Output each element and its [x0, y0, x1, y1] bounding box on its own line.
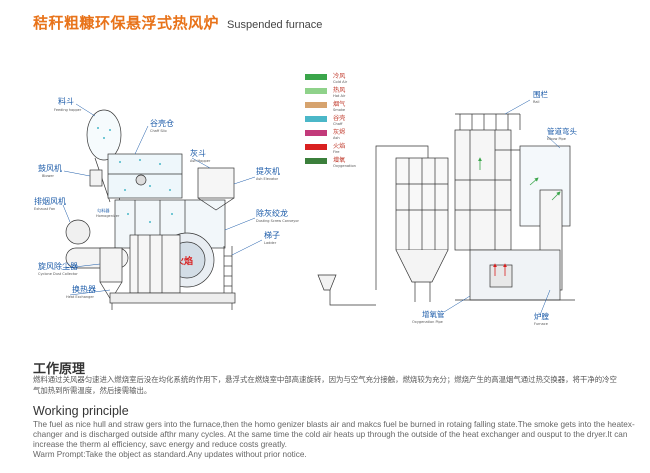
- legend: 冷风 热风 烟气 谷壳 灰烬 火焰 增氧 Cold Air Hot Air Sm…: [305, 72, 356, 168]
- furnace-tower-shape: [454, 129, 512, 251]
- svg-text:增氧: 增氧: [333, 156, 345, 164]
- svg-text:Blower: Blower: [42, 174, 55, 178]
- page-subtitle: Suspended furnace: [227, 19, 323, 31]
- swatch-chaff: [305, 116, 327, 122]
- svg-text:Smoke: Smoke: [333, 108, 346, 112]
- svg-text:Rail: Rail: [533, 100, 539, 104]
- label-feed-hopper: 料斗: [58, 96, 74, 106]
- svg-text:Elbow Pipe: Elbow Pipe: [547, 137, 566, 141]
- swatch-ash: [305, 130, 327, 136]
- svg-text:Fire: Fire: [333, 150, 340, 154]
- svg-text:Hot Air: Hot Air: [333, 94, 346, 98]
- swatch-oxygen: [305, 158, 327, 164]
- svg-text:火焰: 火焰: [333, 142, 345, 150]
- svg-text:Ladder: Ladder: [264, 241, 277, 245]
- svg-text:Oxygenation Pipe: Oxygenation Pipe: [412, 320, 443, 324]
- svg-text:冷风: 冷风: [333, 72, 345, 80]
- svg-text:Heat Exchanger: Heat Exchanger: [66, 295, 95, 299]
- principle-line-3: increase the therm al efficiency, savc e…: [33, 440, 287, 449]
- furnace-diagram: 火焰 料斗 Feeding hopper: [34, 72, 577, 326]
- svg-text:Chaff Silo: Chaff Silo: [150, 129, 167, 133]
- right-label-lines: [443, 99, 561, 316]
- swatch-hot-air: [305, 88, 327, 94]
- principle-line-1: The fuel as nice hull and straw gers int…: [33, 420, 635, 429]
- svg-text:Dusting Screw Conveyor: Dusting Screw Conveyor: [256, 219, 300, 223]
- title-row: 秸秆粗糠环保悬浮式热风炉 Suspended furnace: [33, 12, 322, 33]
- svg-text:Cyclone Dust Collector: Cyclone Dust Collector: [38, 272, 78, 276]
- label-chaff-silo: 谷壳仓: [150, 118, 174, 128]
- principle-text-cn: 燃料通过关风器匀速进入燃烧室后没在均化系统的作用下，悬浮式在燃烧室中部高速旋转，…: [33, 375, 617, 395]
- page-title: 秸秆粗糠环保悬浮式热风炉: [33, 14, 220, 32]
- left-machine: 火焰: [65, 109, 236, 310]
- chaff-silo-shape: [107, 153, 183, 199]
- blower-shape: [89, 169, 103, 187]
- rail-shape: [455, 113, 521, 130]
- svg-text:Ash: Ash: [333, 136, 340, 140]
- label-furnace: 炉膛: [534, 311, 549, 321]
- svg-text:Feeding hopper: Feeding hopper: [54, 108, 82, 112]
- principle-heading-en: Working principle: [33, 404, 129, 418]
- ladder-shape: [223, 246, 233, 300]
- right-machine: [317, 113, 575, 306]
- label-rail: 围栏: [533, 89, 548, 99]
- cyclone-shape: [99, 247, 123, 283]
- svg-text:Oxygenation: Oxygenation: [333, 164, 356, 168]
- svg-text:Cold Air: Cold Air: [333, 80, 348, 84]
- svg-text:谷壳: 谷壳: [333, 114, 345, 122]
- swatch-smoke: [305, 102, 327, 108]
- svg-text:灰烬: 灰烬: [333, 128, 346, 136]
- principle-text-en: The fuel as nice hull and straw gers int…: [33, 420, 635, 460]
- svg-text:Homogenizer: Homogenizer: [96, 214, 120, 218]
- principle-line-2: changer and is discharged outside afthr …: [33, 430, 628, 439]
- feed-hopper-shape: [86, 109, 122, 161]
- label-oxygen-pipe: 增氧管: [422, 309, 445, 319]
- label-elbow-pipe: 管道弯头: [547, 126, 577, 136]
- label-blower: 鼓风机: [38, 163, 62, 173]
- chaff-dots: [97, 127, 173, 223]
- label-ladder: 梯子: [264, 230, 280, 240]
- label-heat-exchanger: 换热器: [72, 284, 96, 294]
- flow-arrows: [478, 157, 561, 276]
- label-exhaust-fan: 排烟风机: [34, 196, 66, 206]
- svg-text:Ash Elevator: Ash Elevator: [256, 177, 279, 181]
- svg-text:Chaff: Chaff: [333, 122, 343, 126]
- svg-text:烟气: 烟气: [333, 100, 345, 108]
- label-homogenizer: 匀料器: [97, 207, 110, 214]
- principle-heading-cn: 工作原理: [33, 362, 86, 377]
- swatch-fire: [305, 144, 327, 150]
- label-ash-elevator: 提灰机: [256, 166, 280, 176]
- left-labels: [62, 103, 263, 296]
- swatch-cold-air: [305, 74, 327, 80]
- svg-text:Ash Hopper: Ash Hopper: [190, 159, 211, 163]
- label-ash-screw: 除灰绞龙: [256, 208, 288, 218]
- svg-text:热风: 热风: [333, 86, 345, 94]
- svg-text:Furnace: Furnace: [534, 322, 548, 326]
- warm-prompt: Warm Prompt:Take the object as standard.…: [33, 450, 307, 459]
- exhaust-fan-shape: [65, 219, 91, 245]
- label-ash-hopper: 灰斗: [190, 148, 206, 158]
- label-cyclone: 旋风除尘器: [38, 261, 78, 271]
- ash-hopper-shape: [197, 167, 235, 199]
- heat-exchanger-shape: [129, 234, 181, 294]
- svg-text:Exhaust Fan: Exhaust Fan: [34, 207, 55, 211]
